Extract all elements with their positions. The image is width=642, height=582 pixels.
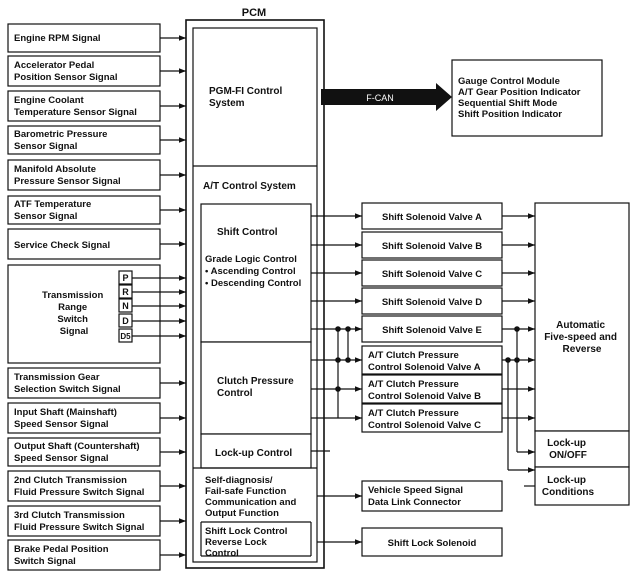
svg-text:Gauge Control Module A/T: Gauge Control Module A/T Gear Position I…: [458, 76, 583, 120]
solenoid-valve-d: Shift Solenoid Valve D: [361, 287, 503, 315]
input-gear-selection: Transmission Gear Selection Switch Signa…: [7, 367, 161, 399]
lockup-conditions-connection: [311, 450, 535, 487]
fcan-label: F-CAN: [366, 93, 394, 103]
lockup-conditions-box: Lock-up Conditions: [534, 466, 630, 506]
solenoid-valve-e: Shift Solenoid Valve E: [361, 315, 503, 343]
svg-text:Barometric Pressure Sens: Barometric Pressure Sensor Signal: [14, 129, 110, 152]
svg-text:Accelerator Pedal Positi: Accelerator Pedal Position Sensor Signal: [14, 60, 117, 83]
shift-lock-label: Shift Lock Control Reverse Lock Control: [205, 526, 290, 559]
svg-text:A/T Clutch Pressure Cont: A/T Clutch Pressure Control Solenoid Val…: [368, 350, 481, 373]
svg-text:Input Shaft (Mainshaft): Input Shaft (Mainshaft) Speed Sensor Sig…: [14, 407, 120, 430]
svg-text:Shift Solenoid Valve A: Shift Solenoid Valve A: [382, 212, 482, 223]
svg-text:2nd Clutch Transmission: 2nd Clutch Transmission Fluid Pressure S…: [14, 475, 144, 498]
input-output-shaft: Output Shaft (Countershaft) Speed Sensor…: [7, 437, 161, 467]
svg-text:Shift Solenoid Valve D: Shift Solenoid Valve D: [382, 297, 482, 308]
fcan-arrow: F-CAN: [321, 83, 452, 111]
range-p-label: P: [122, 273, 128, 283]
input-barometric: Barometric Pressure Sensor Signal: [7, 125, 161, 155]
clutch-control-connections: [311, 326, 362, 421]
input-engine-coolant: Engine Coolant Temperature Sensor Signal: [7, 90, 161, 122]
svg-text:Manifold Absolute Pressu: Manifold Absolute Pressure Sensor Signal: [14, 164, 121, 187]
input-accelerator-pedal: Accelerator Pedal Position Sensor Signal: [7, 55, 161, 87]
svg-text:ATF Temperature Sensor S: ATF Temperature Sensor Signal: [14, 199, 94, 222]
svg-text:Service Check Signal: Service Check Signal: [14, 240, 110, 251]
svg-text:Lock-up Conditions: Lock-up Conditions: [542, 475, 595, 498]
svg-text:Brake Pedal Position Swi: Brake Pedal Position Switch Signal: [14, 544, 111, 567]
automatic-five-speed-box: Automatic Five-speed and Reverse: [534, 202, 630, 432]
svg-text:Transmission Gear Select: Transmission Gear Selection Switch Signa…: [14, 372, 121, 395]
clutch-control-box: [200, 341, 312, 435]
self-diag-label: Self-diagnosis/ Fail-safe Function Commu…: [205, 475, 299, 519]
clutch-valve-b: A/T Clutch Pressure Control Solenoid Val…: [361, 374, 503, 404]
input-range-switch: Transmission Range Switch Signal P R N D…: [7, 264, 161, 364]
input-service-check: Service Check Signal: [7, 228, 161, 260]
shift-control-title: Shift Control: [217, 227, 278, 238]
range-d-label: D: [122, 316, 129, 326]
lockup-onoff-box: Lock-up ON/OFF: [534, 430, 630, 468]
svg-text:A/T Clutch Pressure Cont: A/T Clutch Pressure Control Solenoid Val…: [368, 408, 481, 431]
svg-text:Transmission Range: Transmission Range Switch Signal: [42, 290, 106, 337]
solenoid-valve-a: Shift Solenoid Valve A: [361, 202, 503, 230]
input-3rd-clutch: 3rd Clutch Transmission Fluid Pressure S…: [7, 505, 161, 537]
input-manifold-absolute: Manifold Absolute Pressure Sensor Signal: [7, 159, 161, 191]
svg-text:A/T Clutch Pressure Cont: A/T Clutch Pressure Control Solenoid Val…: [368, 379, 481, 402]
shift-lock-solenoid-box: Shift Lock Solenoid: [361, 527, 503, 557]
clutch-control-label: Clutch Pressure Control: [217, 376, 296, 399]
output-connections-lower: [317, 493, 362, 545]
input-atf-temperature: ATF Temperature Sensor Signal: [7, 195, 161, 225]
solenoid-valve-c: Shift Solenoid Valve C: [361, 259, 503, 287]
solenoid-output-connections: [502, 213, 535, 473]
solenoid-valve-b: Shift Solenoid Valve B: [361, 231, 503, 259]
svg-text:Lock-up ON/OFF: Lock-up ON/OFF: [547, 438, 589, 461]
grade-logic-label: Grade Logic Control • Ascending Control …: [205, 254, 301, 289]
range-n-label: N: [122, 301, 129, 311]
input-engine-rpm: Engine RPM Signal: [7, 23, 161, 53]
input-2nd-clutch: 2nd Clutch Transmission Fluid Pressure S…: [7, 470, 161, 502]
range-d5-label: D5: [120, 332, 131, 341]
clutch-valve-c: A/T Clutch Pressure Control Solenoid Val…: [361, 403, 503, 433]
svg-text:Engine RPM Signal: Engine RPM Signal: [14, 33, 101, 44]
clutch-valve-a: A/T Clutch Pressure Control Solenoid Val…: [361, 345, 503, 375]
svg-text:Shift Solenoid Valve B: Shift Solenoid Valve B: [382, 241, 482, 252]
pcm-title: PCM: [242, 7, 266, 19]
svg-text:Shift Lock Solenoid: Shift Lock Solenoid: [388, 538, 477, 549]
svg-text:3rd Clutch Transmission: 3rd Clutch Transmission Fluid Pressure S…: [14, 510, 144, 533]
input-arrows: [132, 35, 186, 558]
input-brake-pedal: Brake Pedal Position Switch Signal: [7, 539, 161, 571]
svg-text:Shift Solenoid Valve E: Shift Solenoid Valve E: [382, 325, 482, 336]
range-r-label: R: [122, 287, 129, 297]
vehicle-speed-signal-box: Vehicle Speed Signal Data Link Connector: [361, 480, 503, 512]
pgmfi-label: PGM-FI Control System: [209, 86, 285, 109]
gauge-control-module: Gauge Control Module A/T Gear Position I…: [451, 59, 603, 137]
svg-text:Output Shaft (Countershaft): Output Shaft (Countershaft) Speed Sensor…: [14, 441, 142, 464]
at-system-label: A/T Control System: [203, 181, 296, 192]
svg-text:Automatic Five-speed and: Automatic Five-speed and Reverse: [544, 320, 620, 355]
lockup-control-label: Lock-up Control: [215, 448, 292, 459]
svg-text:Engine Coolant Temperatu: Engine Coolant Temperature Sensor Signal: [14, 95, 137, 118]
input-input-shaft: Input Shaft (Mainshaft) Speed Sensor Sig…: [7, 402, 161, 434]
svg-text:Vehicle Speed Signal Dat: Vehicle Speed Signal Data Link Connector: [368, 485, 466, 508]
svg-text:Shift Solenoid Valve C: Shift Solenoid Valve C: [382, 269, 482, 280]
